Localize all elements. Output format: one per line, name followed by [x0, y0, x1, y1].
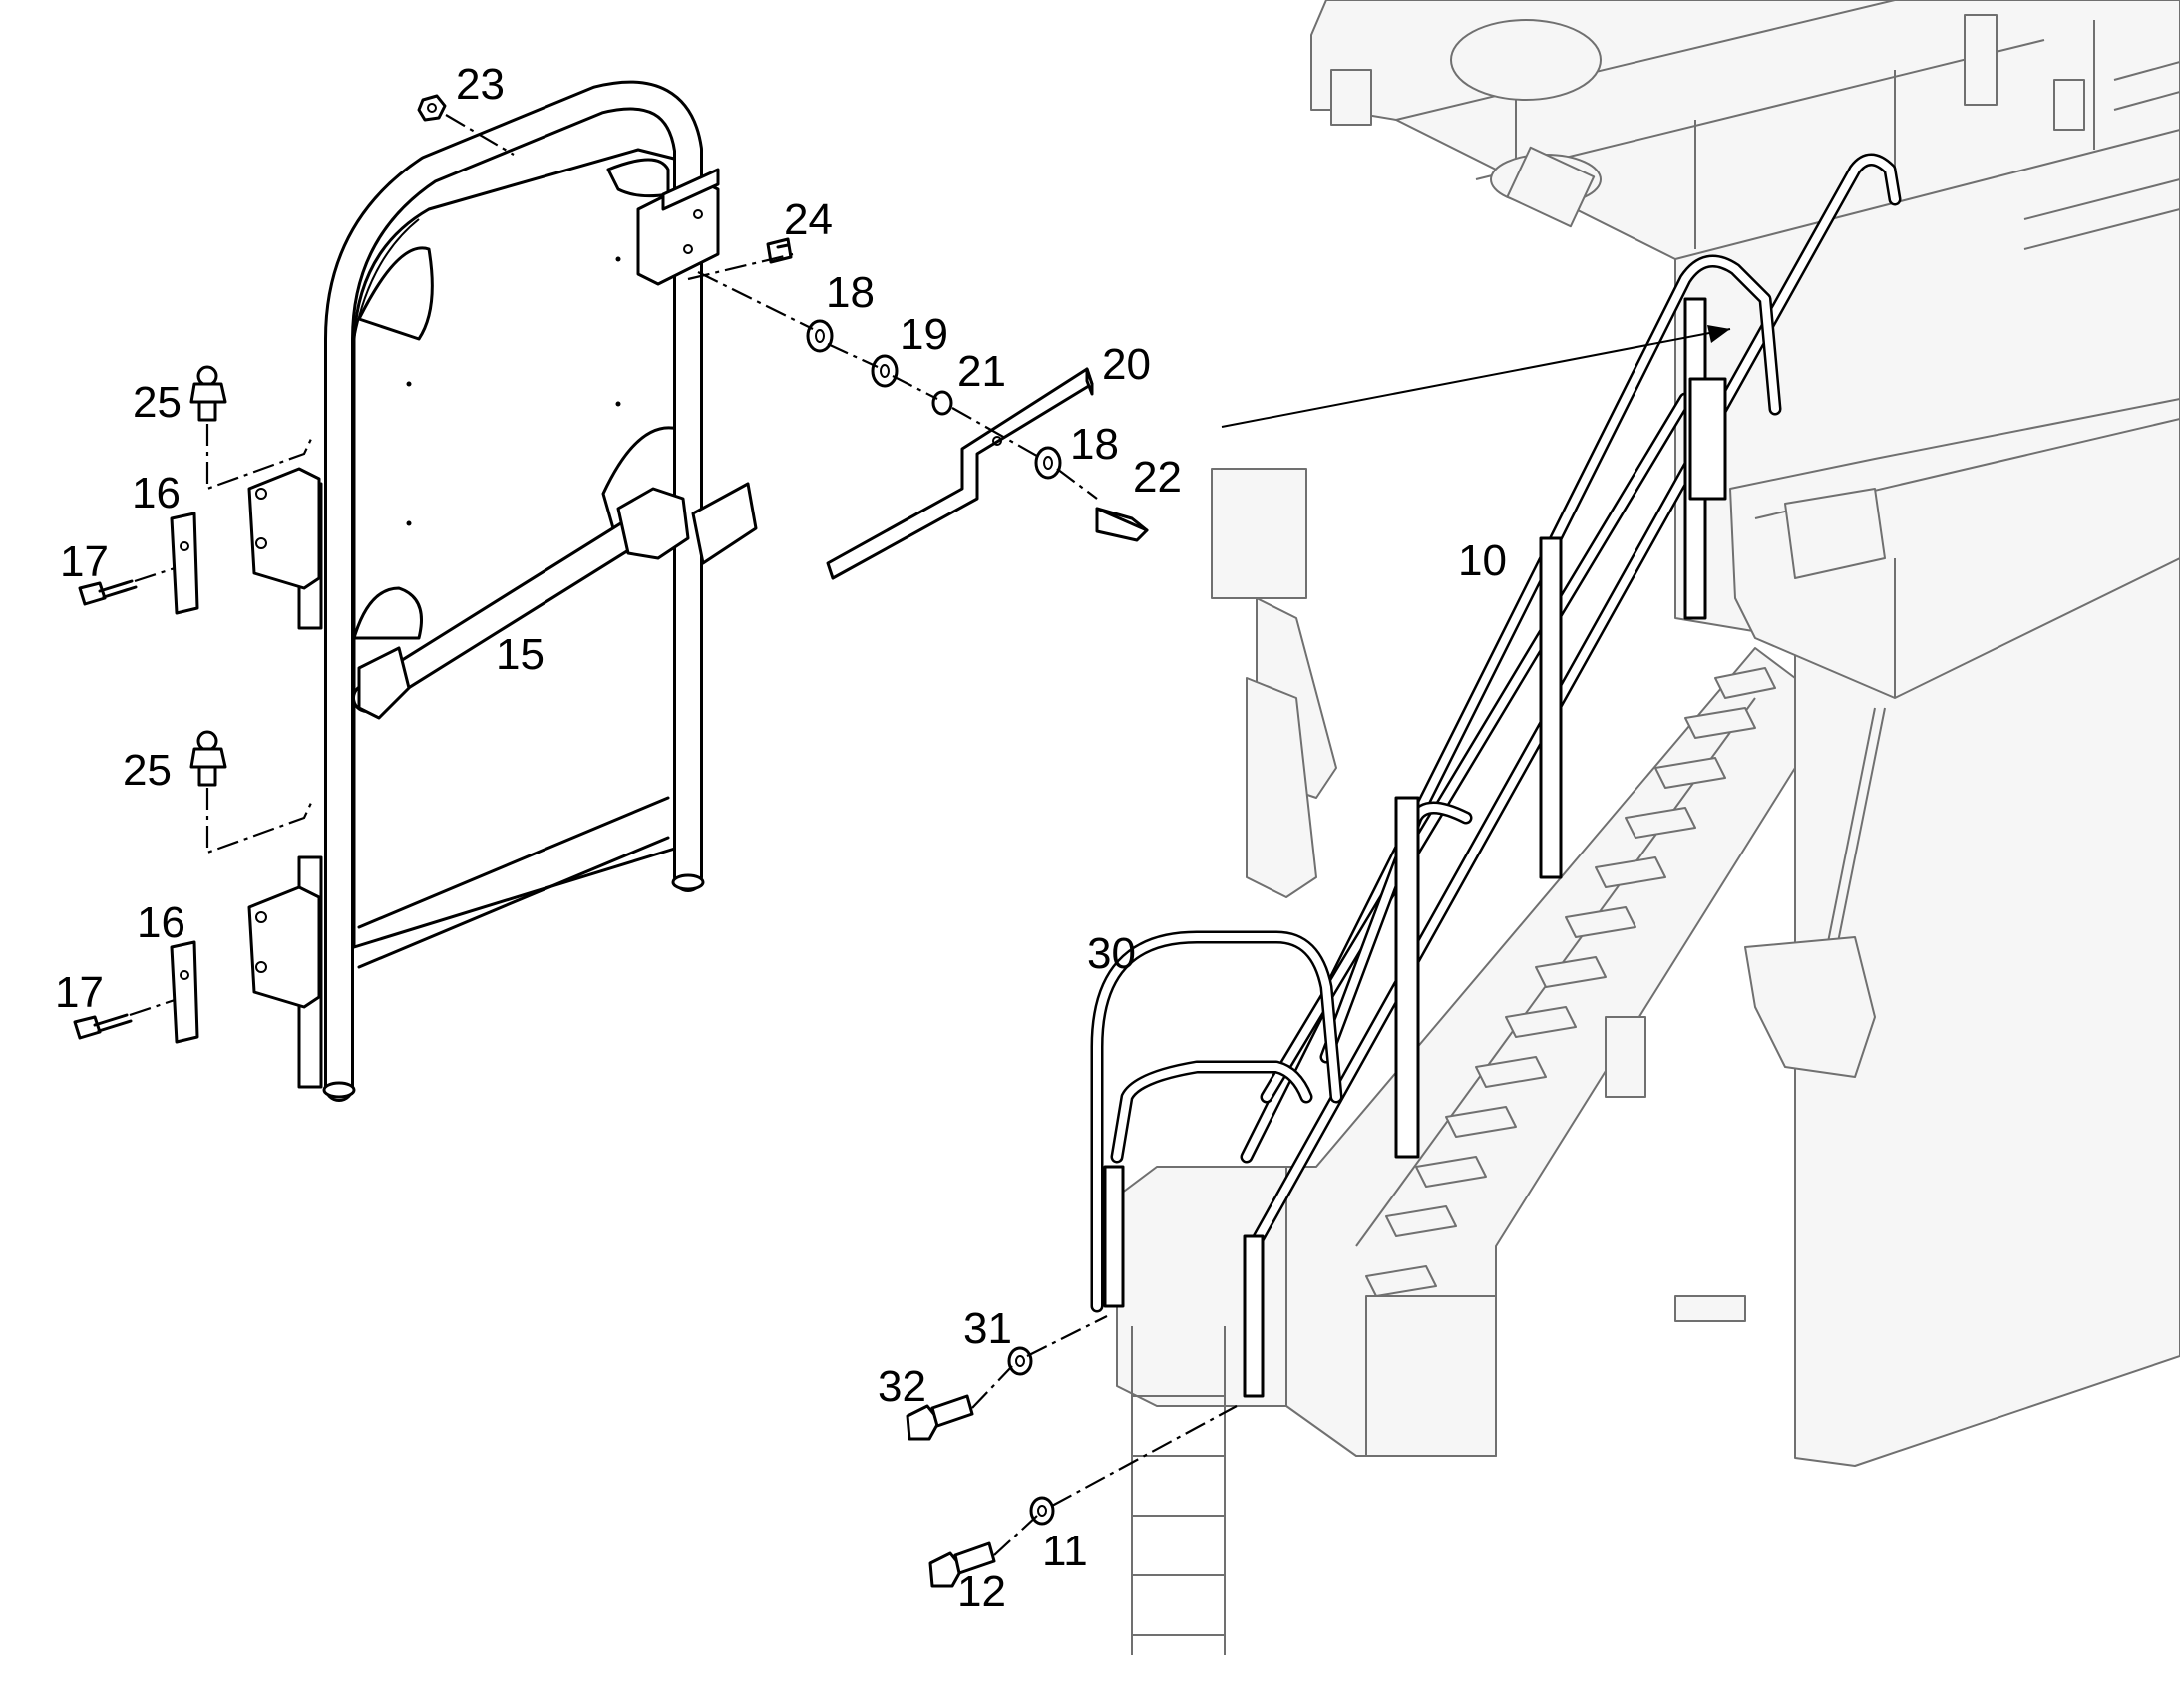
hinge-bolts [73, 579, 138, 1040]
callout-25: 25 [123, 746, 172, 795]
callout-18: 18 [1070, 420, 1119, 469]
callout-21: 21 [957, 347, 1006, 396]
callout-20: 20 [1102, 340, 1151, 389]
stair-treads [1365, 667, 1776, 1297]
callout-23: 23 [456, 60, 505, 109]
callout-labels: 23 24 18 19 21 20 18 22 25 16 17 15 25 1… [55, 60, 1507, 1616]
access-ladder [1131, 1326, 1226, 1655]
callout-31: 31 [963, 1304, 1012, 1353]
hinge-brackets [170, 467, 321, 1044]
stop-plate [826, 367, 1094, 580]
callout-16: 16 [132, 469, 181, 517]
callout-32: 32 [878, 1362, 926, 1411]
callout-19: 19 [900, 310, 948, 359]
swing-gate [297, 80, 758, 1102]
callout-17: 17 [55, 968, 104, 1017]
top-nut [417, 94, 447, 122]
machine-frame-background [1116, 0, 2180, 1655]
callout-10: 10 [1458, 536, 1507, 585]
plate-bolt [1095, 507, 1149, 542]
callout-30: 30 [1087, 929, 1136, 978]
bracket-screw [766, 237, 793, 264]
callout-25: 25 [133, 378, 182, 427]
callout-24: 24 [784, 195, 833, 244]
stair-handrail-assembly [1090, 153, 1902, 1398]
callout-15: 15 [496, 630, 545, 679]
callout-16: 16 [137, 898, 185, 947]
callout-22: 22 [1133, 453, 1182, 502]
washers [806, 319, 1062, 480]
callout-12: 12 [957, 1567, 1006, 1616]
grease-nipples [189, 365, 227, 787]
alignment-lines [129, 114, 1238, 1556]
callout-11: 11 [1042, 1527, 1088, 1575]
lower-fasteners [906, 1346, 1055, 1588]
callout-17: 17 [60, 537, 109, 586]
callout-18: 18 [826, 268, 875, 317]
